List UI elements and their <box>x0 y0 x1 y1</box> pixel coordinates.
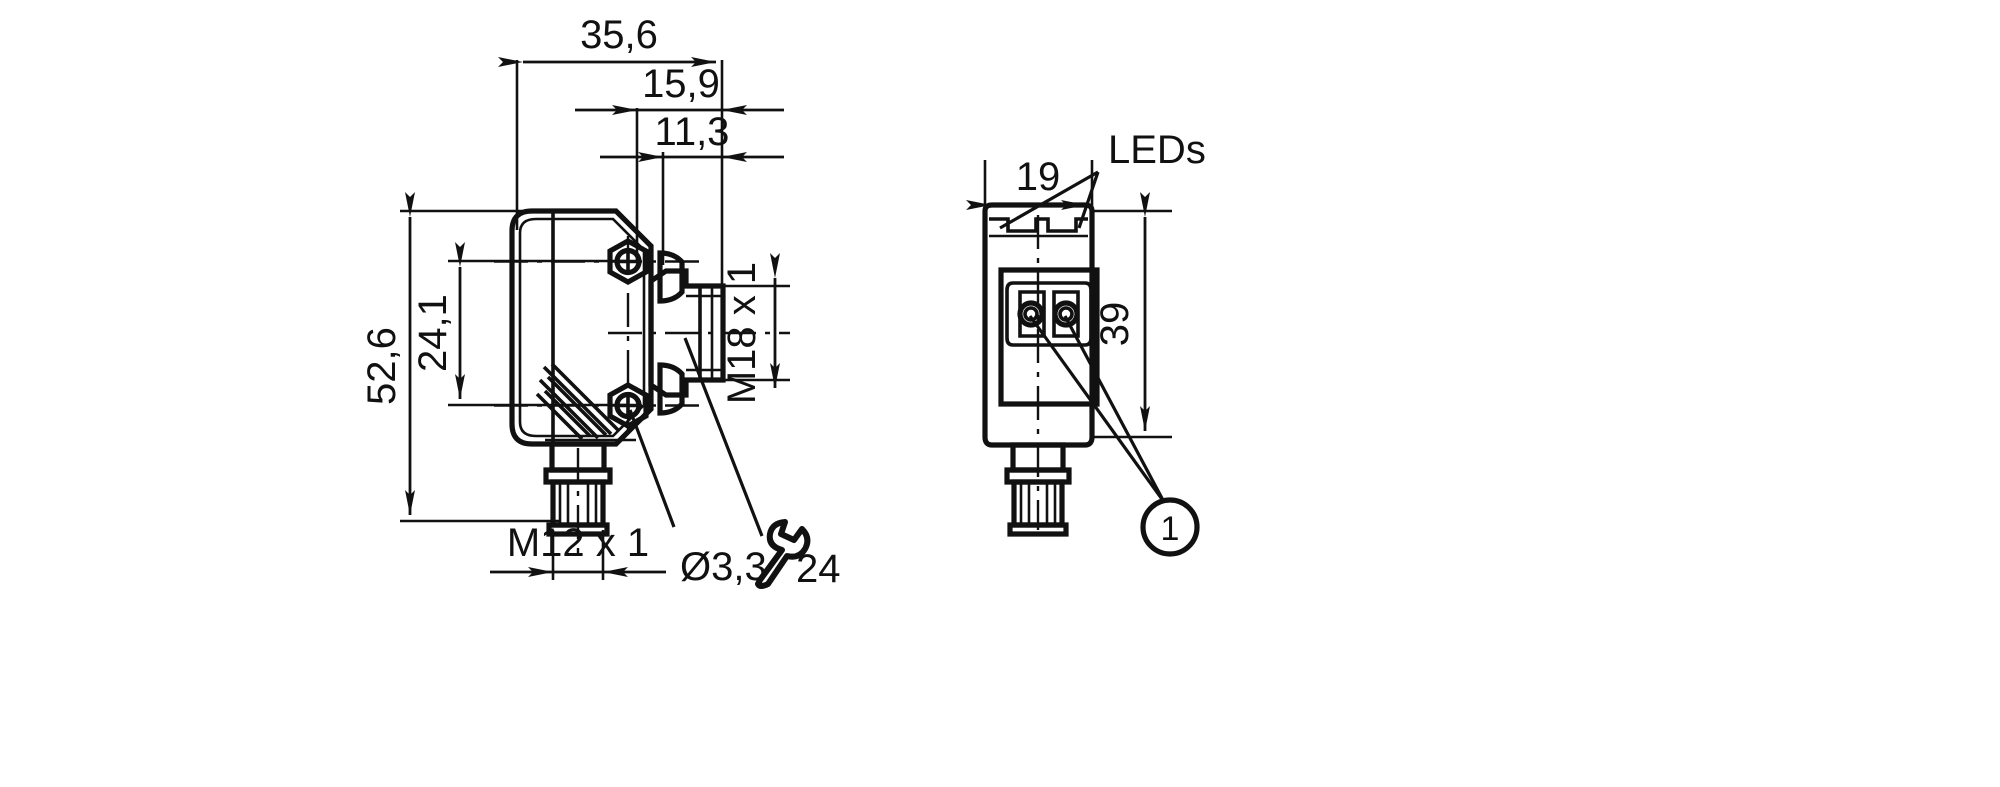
dim-offset-mid-label: 15,9 <box>642 62 720 106</box>
leds-callout: LEDs <box>999 128 1206 230</box>
dim-overall-height-label: 52,6 <box>360 327 404 405</box>
dim-overall-width: 35,6 <box>498 13 716 67</box>
dim-front-height-label: 39 <box>1093 302 1137 347</box>
dim-overall-height: 52,6 <box>360 192 560 523</box>
side-fins <box>535 362 636 442</box>
dim-offset-inner-label: 11,3 <box>655 110 730 154</box>
front-connector-plug <box>1004 442 1072 537</box>
dim-connector-thread: M12 x 1 <box>490 521 666 580</box>
callout-balloon-1: 1 <box>1028 315 1200 557</box>
hole-diameter-callout: Ø3,3 <box>628 409 767 589</box>
wrench-callout: 24 <box>683 337 841 591</box>
dim-offset-inner: 11,3 <box>600 110 784 162</box>
hole-diameter-label: Ø3,3 <box>680 545 767 589</box>
side-view-group: 35,6 15,9 11,3 52,6 <box>360 13 841 591</box>
wrench-size-label: 24 <box>796 547 841 591</box>
leds-label: LEDs <box>1108 128 1206 172</box>
side-centerlines <box>494 236 790 560</box>
dim-thread-front-label: M18 x 1 <box>720 262 764 404</box>
wrench-icon <box>755 519 811 589</box>
dim-hole-spacing-label: 24,1 <box>411 294 455 372</box>
callout-balloon-1-label: 1 <box>1161 510 1180 548</box>
dim-overall-width-label: 35,6 <box>580 13 658 57</box>
side-connector-plug <box>543 441 613 537</box>
front-view-group: 19 <box>966 128 1206 557</box>
dim-offset-mid: 15,9 <box>575 62 784 115</box>
side-extension-lines <box>515 60 724 285</box>
front-optics-window <box>998 267 1100 407</box>
dim-connector-thread-label: M12 x 1 <box>507 521 649 565</box>
dim-thread-front: M18 x 1 <box>720 253 790 404</box>
dim-front-height: 39 <box>1092 192 1172 439</box>
dim-front-width-label: 19 <box>1016 155 1061 199</box>
